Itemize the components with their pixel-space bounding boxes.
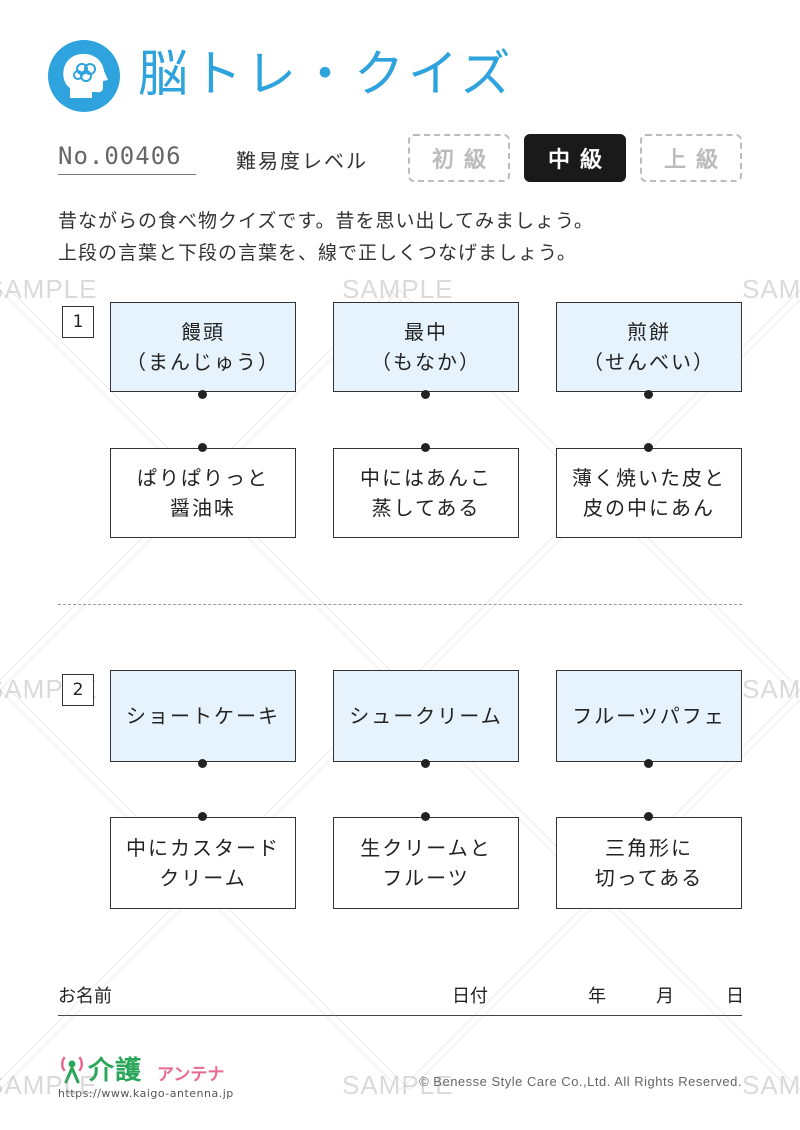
box-line: 醤油味 [170,496,236,520]
brand-name: 介護 [88,1056,143,1086]
level-intermediate: 中級 [524,134,626,182]
box-line: （せんべい） [583,350,715,374]
box-line: フルーツ [382,866,470,890]
difficulty-label: 難易度レベル [236,149,368,173]
box-line: 饅頭 [181,320,225,344]
level-advanced: 上級 [640,134,742,182]
connector-dot[interactable] [644,759,653,768]
q1-top-box-2[interactable]: 最中 （もなか） [333,302,519,392]
q2-top-box-2[interactable]: シュークリーム [333,670,519,762]
watermark-text: SAMPLE [742,1070,800,1100]
question-number-1: 1 [62,306,94,338]
q1-bottom-box-3[interactable]: 薄く焼いた皮と 皮の中にあん [556,448,742,538]
box-line: 三角形に [605,836,693,860]
section-divider [58,604,742,605]
instruction-line-2: 上段の言葉と下段の言葉を、線で正しくつなげましょう。 [58,242,577,264]
year-label: 年 [588,986,606,1007]
box-line: 蒸してある [371,496,481,520]
q1-bottom-box-2[interactable]: 中にはあんこ 蒸してある [333,448,519,538]
connector-dot[interactable] [198,443,207,452]
copyright: © Benesse Style Care Co.,Ltd. All Rights… [419,1074,742,1089]
connector-dot[interactable] [421,443,430,452]
connector-dot[interactable] [644,390,653,399]
q1-top-box-3[interactable]: 煎餅 （せんべい） [556,302,742,392]
box-line: （まんじゅう） [126,350,280,374]
head-brain-icon [48,40,120,112]
q2-top-box-1[interactable]: ショートケーキ [110,670,296,762]
month-label: 月 [656,986,674,1007]
person-signal-icon [58,1052,86,1088]
name-date-row[interactable]: お名前 日付 年 月 日 [58,982,744,1016]
brand-subname: アンテナ [157,1065,225,1085]
name-label: お名前 [58,986,112,1007]
connector-dot[interactable] [644,443,653,452]
q2-bottom-box-2[interactable]: 生クリームと フルーツ [333,817,519,909]
q2-bottom-box-3[interactable]: 三角形に 切ってある [556,817,742,909]
connector-dot[interactable] [421,759,430,768]
box-line: フルーツパフェ [572,704,726,728]
box-line: 切ってある [594,866,704,890]
q1-top-box-1[interactable]: 饅頭 （まんじゅう） [110,302,296,392]
box-line: 中にはあんこ [360,466,492,490]
question-number-2: 2 [62,674,94,706]
watermark-text: SAMPLE [742,274,800,304]
q2-bottom-box-1[interactable]: 中にカスタード クリーム [110,817,296,909]
box-line: ぱりぱりっと [137,466,269,490]
date-label: 日付 [452,986,488,1007]
watermark-text: SAMPLE [342,274,454,304]
connector-dot[interactable] [644,812,653,821]
day-label: 日 [726,986,744,1007]
quiz-number: No.00406 [58,142,196,175]
box-line: 生クリームと [360,836,492,860]
box-line: シュークリーム [349,704,503,728]
box-line: クリーム [159,866,247,890]
box-line: 薄く焼いた皮と [572,466,726,490]
box-line: 煎餅 [627,320,671,344]
box-line: 皮の中にあん [583,496,715,520]
connector-dot[interactable] [198,812,207,821]
connector-dot[interactable] [198,759,207,768]
watermark-text: SAMPLE [0,274,98,304]
q1-bottom-box-1[interactable]: ぱりぱりっと 醤油味 [110,448,296,538]
connector-dot[interactable] [198,390,207,399]
instruction-line-1: 昔ながらの食べ物クイズです。昔を思い出してみましょう。 [58,210,594,232]
box-line: ショートケーキ [126,704,280,728]
box-line: （もなか） [371,350,481,374]
connector-dot[interactable] [421,390,430,399]
watermark-text: SAMPLE [742,674,800,704]
box-line: 最中 [404,320,448,344]
footer-url[interactable]: https://www.kaigo-antenna.jp [58,1087,234,1100]
page-title: 脳トレ・クイズ [138,45,515,103]
q2-top-box-3[interactable]: フルーツパフェ [556,670,742,762]
box-line: 中にカスタード [126,836,280,860]
connector-dot[interactable] [421,812,430,821]
level-beginner: 初級 [408,134,510,182]
